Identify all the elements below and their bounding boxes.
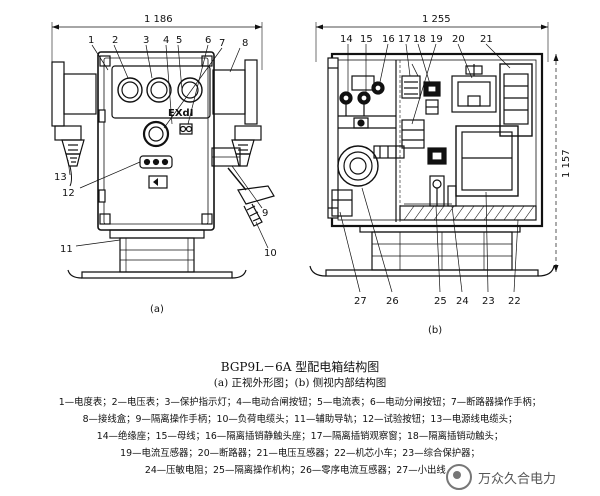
callout-3: 3 [143,35,149,46]
callout-10: 10 [264,248,277,259]
callout-27: 27 [354,296,367,307]
figure-title: BGP9L－6A 型配电箱结构图 [220,360,380,374]
dim-height: 1 157 [561,149,572,178]
view-a-label: (a) [150,304,164,315]
side-view: 1 255 1 157 [309,14,572,336]
callout-25: 25 [434,296,447,307]
callout-2: 2 [112,35,118,46]
callout-1: 1 [88,35,94,46]
callout-22: 22 [508,296,521,307]
callout-14: 14 [340,34,353,45]
view-b-label: (b) [428,325,442,336]
callout-23: 23 [482,296,495,307]
legend-line-1: 1—电度表；2—电压表；3—保护指示灯；4—电动合闸按钮；5—电流表；6—电动分… [58,397,542,408]
callout-20: 20 [452,34,465,45]
side-callouts: 14 15 16 17 18 19 20 21 27 26 25 24 23 2… [340,34,521,307]
callout-18: 18 [413,34,426,45]
callout-5: 5 [176,35,182,46]
front-view: 1 186 EXdI [51,14,277,315]
front-callouts: 1 2 3 4 5 6 7 8 13 12 11 9 10 [54,35,277,259]
dim-width-side: 1 255 [422,14,451,25]
callout-24: 24 [456,296,469,307]
callout-19: 19 [430,34,443,45]
callout-15: 15 [360,34,373,45]
watermark: 万众久合电力 [446,462,600,492]
dim-width-front: 1 186 [144,14,173,25]
legend-line-3: 14—绝缘座；15—母线；16—隔离插销静触头座；17—隔离插销观察窗；18—隔… [96,431,504,442]
legend-line-2: 8—接线盒；9—隔离操作手柄；10—负荷电缆头；11—辅助导轨；12—试验按钮；… [82,414,518,425]
callout-9: 9 [262,208,268,219]
nameplate: EXdI [168,108,193,119]
callout-26: 26 [386,296,399,307]
structure-diagram: 1 186 EXdI [51,14,572,336]
callout-7: 7 [219,38,225,49]
callout-6: 6 [205,35,211,46]
legend-line-4: 19—电流互感器；20—断路器；21—电压互感器；22—机芯小车；23—综合保护… [120,448,480,459]
callout-11: 11 [60,244,73,255]
callout-12: 12 [62,188,75,199]
callout-21: 21 [480,34,493,45]
watermark-text: 万众久合电力 [478,471,557,487]
callout-8: 8 [242,38,248,49]
callout-16: 16 [382,34,395,45]
legend-line-5: 24—压敏电阻；25—隔离操作机构；26—零序电流互感器；27—小出线嘴 [144,465,456,476]
callout-13: 13 [54,172,67,183]
callout-4: 4 [163,35,169,46]
figure-subtitle: (a) 正视外形图；(b) 侧视内部结构图 [213,377,387,389]
callout-17: 17 [398,34,411,45]
brand-logo-icon [446,464,472,490]
